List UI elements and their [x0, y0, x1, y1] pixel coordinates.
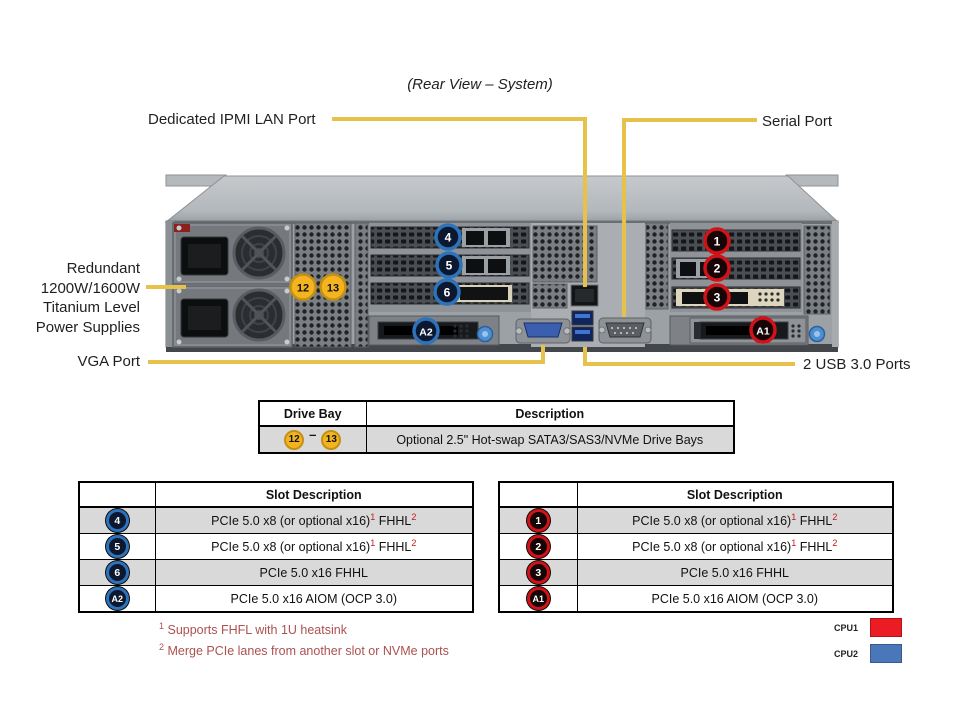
slot-a1-description: PCIe 5.0 x16 AIOM (OCP 3.0)	[576, 585, 894, 613]
svg-text:3: 3	[714, 291, 721, 305]
svg-text:5: 5	[446, 259, 453, 273]
psu-led-label	[174, 224, 190, 232]
table-row: 5 PCIe 5.0 x8 (or optional x16)1 FHHL2	[78, 533, 474, 560]
bay-13-badge: 13	[321, 429, 342, 450]
serial-callout-line	[622, 118, 757, 317]
table-row: A1 PCIe 5.0 x16 AIOM (OCP 3.0)	[498, 585, 894, 613]
svg-text:1: 1	[714, 235, 721, 249]
svg-text:13: 13	[327, 283, 339, 295]
drive-bay-table: Drive Bay Description 12 – 13 Optional 2…	[258, 400, 735, 454]
psu-label-line1: Redundant	[66, 260, 140, 277]
slot5-lan-ports	[462, 256, 510, 275]
table-header-row: Slot Description	[78, 481, 474, 508]
ipmi-callout-line	[332, 117, 587, 287]
cpu2-label: CPU2	[833, 648, 858, 659]
psu-label-line3: Titanium Level	[43, 299, 140, 316]
slot-6-description: PCIe 5.0 x16 FHHL	[154, 559, 474, 586]
svg-text:2: 2	[714, 262, 721, 276]
cpu2-color-swatch	[870, 644, 902, 663]
drive-bay-range-cell: 12 – 13	[258, 425, 367, 454]
badge-slot-1: 1	[703, 227, 731, 255]
footnote-2: 2 Merge PCIe lanes from another slot or …	[159, 641, 449, 658]
badge-slot-a1: A1	[749, 316, 777, 344]
slot-4-badge: 4	[105, 509, 129, 532]
slot-3-description: PCIe 5.0 x16 FHHL	[576, 559, 894, 586]
description-col-header: Description	[365, 400, 735, 427]
psu-fan-bottom	[232, 288, 286, 342]
slot-5-description: PCIe 5.0 x8 (or optional x16)1 FHHL2	[154, 533, 474, 560]
right-slot-table: Slot Description 1 PCIe 5.0 x8 (or optio…	[498, 481, 894, 613]
right-riser-slots	[669, 223, 831, 346]
table-row: A2 PCIe 5.0 x16 AIOM (OCP 3.0)	[78, 585, 474, 613]
cpu1-color-swatch	[870, 618, 902, 637]
badge-slot-a2: A2	[412, 317, 440, 345]
slot-col-header	[498, 481, 578, 508]
footnotes: 1 Supports FHFL with 1U heatsink 2 Merge…	[159, 618, 449, 659]
bay-12-badge: 12	[284, 429, 305, 450]
drive-bay-col-header: Drive Bay	[258, 400, 367, 427]
legend-cpu1: CPU1	[820, 618, 902, 637]
slot-a2-description: PCIe 5.0 x16 AIOM (OCP 3.0)	[154, 585, 474, 613]
svg-text:A1: A1	[756, 326, 770, 338]
svg-text:6: 6	[444, 286, 451, 300]
badge-slot-2: 2	[703, 254, 731, 282]
usb-ports	[571, 310, 594, 342]
power-supply-modules	[172, 222, 293, 348]
slot-6-badge: 6	[105, 561, 129, 584]
table-row: 1 PCIe 5.0 x8 (or optional x16)1 FHHL2	[498, 506, 894, 534]
psu-label: Redundant 1200W/1600W Titanium Level Pow…	[14, 259, 140, 337]
slot-2-description: PCIe 5.0 x8 (or optional x16)1 FHHL2	[576, 533, 894, 560]
slot-1-badge: 1	[526, 509, 550, 532]
cpu1-label: CPU1	[833, 622, 858, 633]
vga-port	[515, 318, 571, 344]
slot-a2-badge: A2	[105, 587, 129, 610]
drive-bay-description-cell: Optional 2.5" Hot-swap SATA3/SAS3/NVMe D…	[365, 425, 735, 454]
badge-slot-5: 5	[435, 251, 463, 279]
table-row: 3 PCIe 5.0 x16 FHHL	[498, 559, 894, 586]
vga-callout-line	[148, 345, 545, 364]
usb-callout-line	[583, 347, 795, 366]
badge-slot-3: 3	[703, 283, 731, 311]
psu-label-line4: Power Supplies	[35, 318, 140, 336]
slot-3-badge: 3	[526, 561, 550, 584]
ipmi-lan-label: Dedicated IPMI LAN Port	[148, 111, 316, 128]
slot-4-description: PCIe 5.0 x8 (or optional x16)1 FHHL2	[154, 506, 474, 534]
bay-range-dash: –	[309, 427, 317, 442]
svg-text:4: 4	[445, 231, 452, 245]
slot-description-header: Slot Description	[576, 481, 894, 508]
badge-slot-6: 6	[433, 278, 461, 306]
usb-ports-label: 2 USB 3.0 Ports	[803, 356, 911, 373]
table-row: 6 PCIe 5.0 x16 FHHL	[78, 559, 474, 586]
callout-lines	[146, 117, 795, 366]
serial-port-label: Serial Port	[762, 113, 833, 130]
legend-cpu2: CPU2	[820, 644, 902, 663]
slot6-connector	[456, 285, 512, 302]
table-header-row: Slot Description	[498, 481, 894, 508]
vga-port-label: VGA Port	[77, 353, 140, 370]
psu-label-line2: 1200W/1600W	[40, 279, 140, 297]
footnote-1: 1 Supports FHFL with 1U heatsink	[159, 621, 347, 638]
badge-slot-4: 4	[434, 223, 462, 251]
slot-1-description: PCIe 5.0 x8 (or optional x16)1 FHHL2	[576, 506, 894, 534]
slot-2-badge: 2	[526, 535, 550, 558]
drive-bay-header-row: Drive Bay Description	[258, 400, 735, 427]
slot-5-badge: 5	[105, 535, 129, 558]
slot-a1-badge: A1	[526, 587, 550, 610]
page-title: (Rear View – System)	[407, 76, 553, 93]
aiom-a1-slot	[669, 315, 826, 346]
psu-fan-top	[232, 226, 286, 280]
left-slot-table: Slot Description 4 PCIe 5.0 x8 (or optio…	[78, 481, 474, 613]
ipmi-lan-port	[570, 284, 599, 307]
slot4-lan-ports	[462, 228, 510, 247]
svg-text:12: 12	[297, 283, 309, 295]
table-row: 2 PCIe 5.0 x8 (or optional x16)1 FHHL2	[498, 533, 894, 560]
badge-bay-13: 13	[319, 273, 347, 301]
serial-port	[598, 317, 652, 344]
drive-bay-row: 12 – 13 Optional 2.5" Hot-swap SATA3/SAS…	[258, 425, 735, 454]
slot-col-header	[78, 481, 156, 508]
badge-bay-12: 12	[289, 273, 317, 301]
slot-description-header: Slot Description	[154, 481, 474, 508]
svg-text:A2: A2	[419, 327, 433, 339]
table-row: 4 PCIe 5.0 x8 (or optional x16)1 FHHL2	[78, 506, 474, 534]
